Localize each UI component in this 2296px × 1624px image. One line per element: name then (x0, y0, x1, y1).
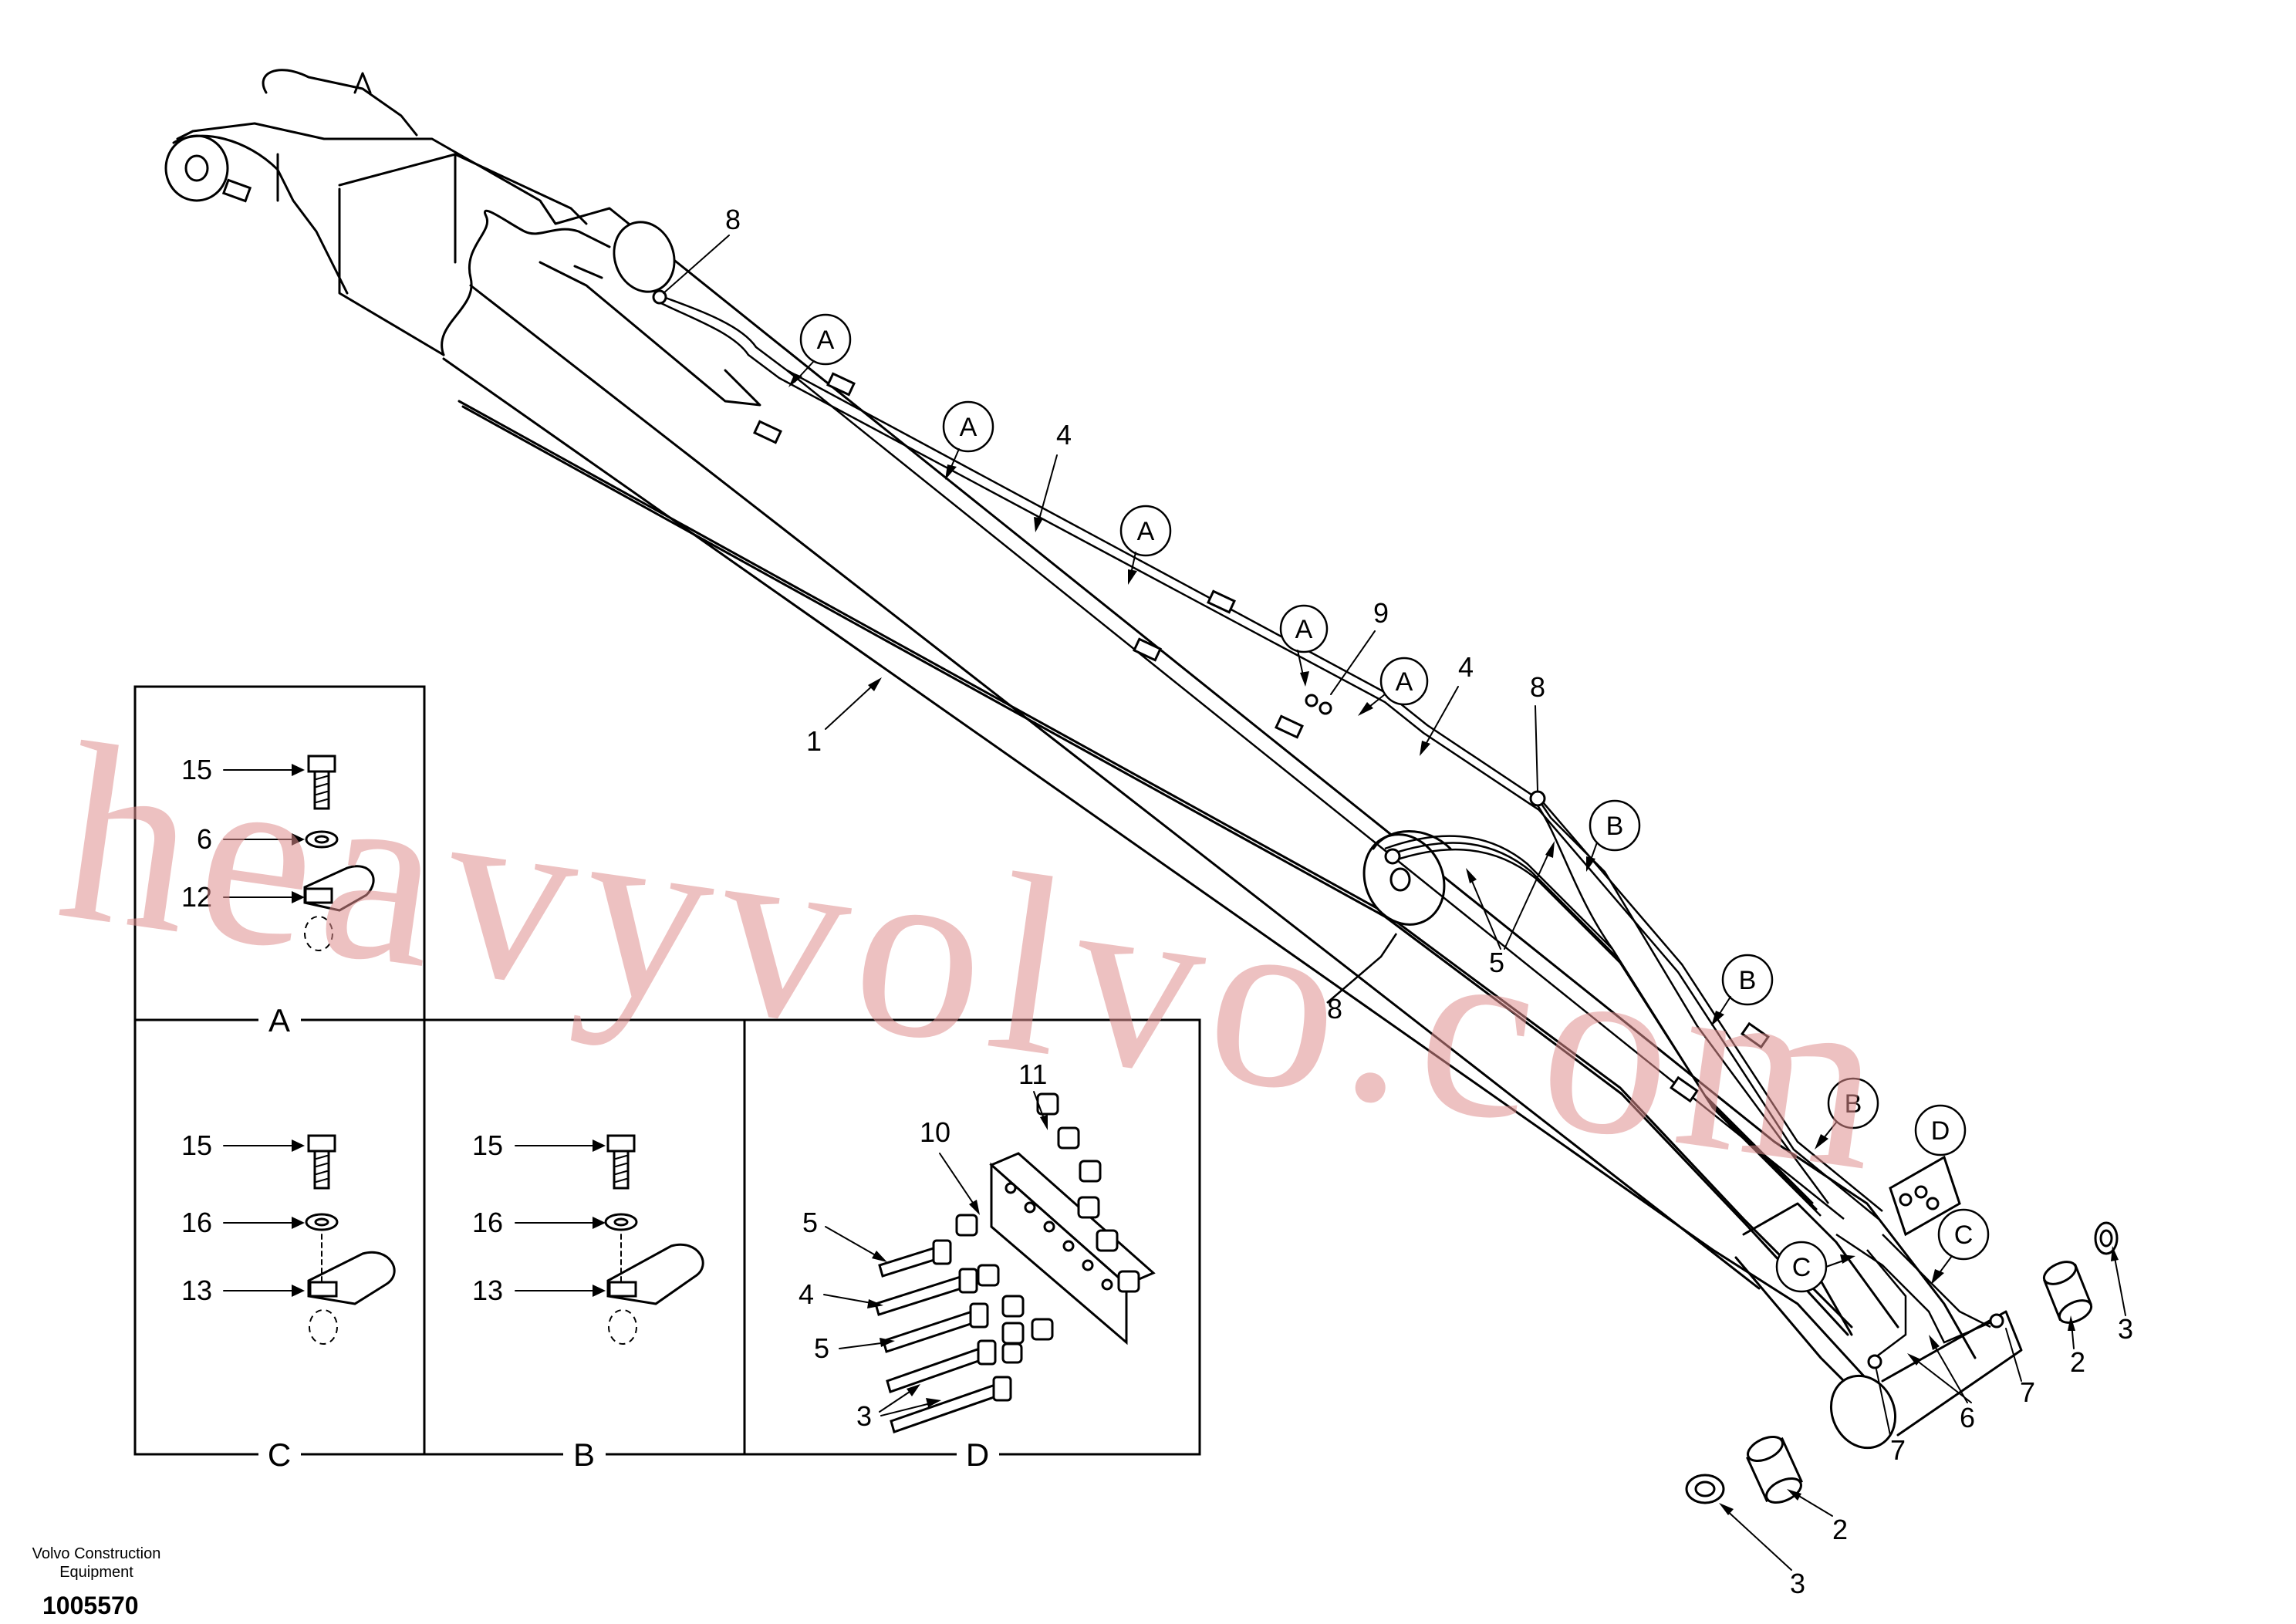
callout-b-label: B (1739, 966, 1757, 995)
callout-b-1: B (1586, 799, 1641, 872)
detail-c-parts: 15 16 13 (181, 1129, 396, 1345)
detail-b-label-16: 16 (472, 1207, 503, 1238)
detail-a-label: A (268, 1002, 290, 1038)
detail-b-frame (423, 1018, 746, 1456)
callout-b-3: B (1815, 1077, 1879, 1150)
callout-c-label: C (1954, 1221, 1974, 1250)
detail-b-parts: 15 16 13 (472, 1129, 704, 1345)
callout-c-1: C (1775, 1241, 1855, 1293)
detail-a-frame (133, 685, 426, 1021)
callout-a-4: A (1279, 604, 1329, 687)
hydraulic-lines (652, 289, 2004, 1369)
part-label-7-right: 7 (2020, 1376, 2035, 1408)
part-label-1: 1 (806, 725, 822, 757)
detail-a-label-6: 6 (197, 823, 212, 855)
callout-c-label: C (1792, 1253, 1811, 1282)
detail-b-label-13: 13 (472, 1275, 503, 1306)
callout-a-2: A (942, 400, 994, 480)
detail-b-label: B (573, 1437, 595, 1473)
part-label-2-lower: 2 (1832, 1514, 1848, 1545)
part-label-4-lower: 4 (1458, 651, 1474, 683)
callout-a-1: A (788, 313, 852, 387)
part-label-7-lower: 7 (1890, 1434, 1906, 1466)
detail-d-label-10: 10 (920, 1116, 950, 1148)
detail-a-label-15: 15 (181, 754, 212, 785)
detail-c-label: C (268, 1437, 291, 1473)
callout-d-1: D (1914, 1104, 1967, 1156)
detail-d-label-5-lower: 5 (814, 1332, 829, 1364)
drawing-number: 1005570 (42, 1592, 139, 1619)
callout-a-label: A (817, 326, 835, 355)
part-label-8-lower: 8 (1327, 993, 1342, 1025)
part-label-3-lower: 3 (1790, 1568, 1805, 1599)
bushings-and-seals (1685, 1221, 2119, 1504)
nut-set-left (955, 1214, 1054, 1364)
part-label-8-right: 8 (1530, 671, 1545, 703)
section-callouts: A A A A A B B (788, 313, 1990, 1293)
detail-c-label-16: 16 (181, 1207, 212, 1238)
detail-insets: A C B D 15 6 12 (133, 685, 1201, 1473)
bushing-lower (1746, 1435, 1803, 1504)
callout-a-label: A (960, 413, 977, 442)
detail-d-label-11: 11 (1018, 1058, 1047, 1090)
bushing-upper-right (2042, 1261, 2093, 1324)
part-label-6: 6 (1960, 1402, 1975, 1433)
callout-a-5: A (1358, 657, 1429, 716)
company-name-line2: Equipment (59, 1564, 133, 1581)
title-block: Volvo Construction Equipment 1005570 (32, 1545, 161, 1619)
tube-set (874, 1239, 1012, 1433)
callout-b-label: B (1606, 812, 1624, 841)
part-label-8-top: 8 (725, 204, 741, 235)
detail-d-label-5-upper: 5 (802, 1207, 818, 1238)
detail-b-label-15: 15 (472, 1129, 503, 1161)
part-number-labels: 8 4 9 4 8 5 8 1 3 2 7 6 7 2 3 (663, 204, 2133, 1599)
callout-a-label: A (1137, 517, 1155, 546)
detail-a-label-12: 12 (181, 881, 212, 913)
detail-d-label-3: 3 (856, 1400, 872, 1432)
company-name-line1: Volvo Construction (32, 1545, 161, 1562)
detail-d-label-4: 4 (799, 1278, 814, 1310)
part-label-3-right: 3 (2118, 1313, 2133, 1345)
detail-d-parts: 10 11 5 4 5 3 (799, 1058, 1156, 1433)
callout-a-3: A (1119, 505, 1172, 585)
part-label-2-right: 2 (2070, 1346, 2085, 1378)
nut-set-right (1036, 1092, 1140, 1293)
detail-d-label: D (966, 1437, 989, 1473)
part-label-4-upper: 4 (1056, 419, 1072, 451)
callout-b-label: B (1845, 1089, 1862, 1119)
detail-c-label-15: 15 (181, 1129, 212, 1161)
detail-c-frame (133, 1018, 426, 1456)
callout-a-label: A (1396, 667, 1413, 697)
callout-b-2: B (1711, 954, 1774, 1026)
callout-c-2: C (1931, 1208, 1990, 1285)
callout-a-label: A (1295, 615, 1313, 644)
part-label-5: 5 (1489, 947, 1504, 978)
callout-d-label: D (1931, 1116, 1950, 1146)
detail-d-frame (743, 1018, 1201, 1456)
part-label-9: 9 (1373, 597, 1389, 629)
detail-a-parts: 15 6 12 (181, 754, 375, 951)
detail-c-label-13: 13 (181, 1275, 212, 1306)
